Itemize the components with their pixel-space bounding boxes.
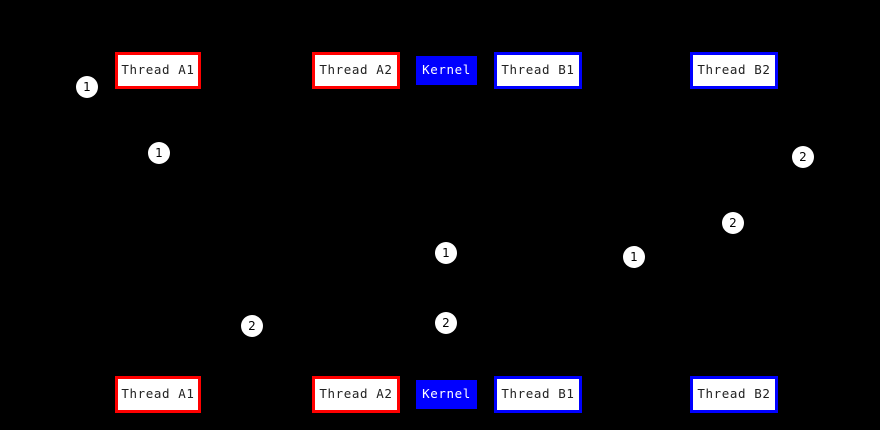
message-arrow-msg-4 bbox=[538, 230, 734, 236]
message-arrow-msg-7 bbox=[446, 330, 538, 336]
participant-label: Kernel bbox=[422, 386, 471, 402]
participant-label: Thread B2 bbox=[697, 386, 771, 402]
participant-label: Thread B1 bbox=[501, 62, 575, 78]
participant-thread-a1-top[interactable]: Thread A1 bbox=[115, 52, 201, 89]
lifeline-thread-b1 bbox=[538, 89, 539, 376]
participant-thread-a1-bottom[interactable]: Thread A1 bbox=[115, 376, 201, 413]
participant-label: Thread B1 bbox=[501, 386, 575, 402]
participant-label: Thread B2 bbox=[697, 62, 771, 78]
participant-thread-b1-bottom[interactable]: Thread B1 bbox=[494, 376, 582, 413]
step-badge-badge-2-d: 2 bbox=[241, 315, 263, 337]
message-arrow-msg-8 bbox=[158, 333, 356, 339]
message-arrow-msg-2 bbox=[158, 160, 356, 166]
lifeline-thread-a1 bbox=[158, 89, 159, 376]
participant-kernel-top[interactable]: Kernel bbox=[416, 56, 477, 85]
participant-thread-b1-top[interactable]: Thread B1 bbox=[494, 52, 582, 89]
participant-label: Thread A2 bbox=[319, 386, 393, 402]
lifeline-kernel bbox=[446, 85, 447, 380]
step-badge-badge-1-a: 1 bbox=[76, 76, 98, 98]
participant-thread-a2-top[interactable]: Thread A2 bbox=[312, 52, 400, 89]
participant-label: Kernel bbox=[422, 62, 471, 78]
step-badge-badge-2-a: 2 bbox=[792, 146, 814, 168]
participant-thread-b2-top[interactable]: Thread B2 bbox=[690, 52, 778, 89]
step-badge-badge-1-c: 1 bbox=[435, 242, 457, 264]
message-arrow-msg-1 bbox=[60, 94, 158, 100]
participant-thread-b2-bottom[interactable]: Thread B2 bbox=[690, 376, 778, 413]
message-arrow-msg-3 bbox=[734, 164, 830, 170]
participant-label: Thread A2 bbox=[319, 62, 393, 78]
step-badge-badge-1-d: 1 bbox=[623, 246, 645, 268]
step-badge-badge-2-c: 2 bbox=[435, 312, 457, 334]
participant-label: Thread A1 bbox=[121, 386, 195, 402]
lifeline-thread-a2 bbox=[356, 89, 357, 376]
participant-label: Thread A1 bbox=[121, 62, 195, 78]
participant-kernel-bottom[interactable]: Kernel bbox=[416, 380, 477, 409]
step-badge-badge-1-b: 1 bbox=[148, 142, 170, 164]
message-arrow-msg-5 bbox=[356, 260, 446, 266]
participant-thread-a2-bottom[interactable]: Thread A2 bbox=[312, 376, 400, 413]
step-badge-badge-2-b: 2 bbox=[722, 212, 744, 234]
